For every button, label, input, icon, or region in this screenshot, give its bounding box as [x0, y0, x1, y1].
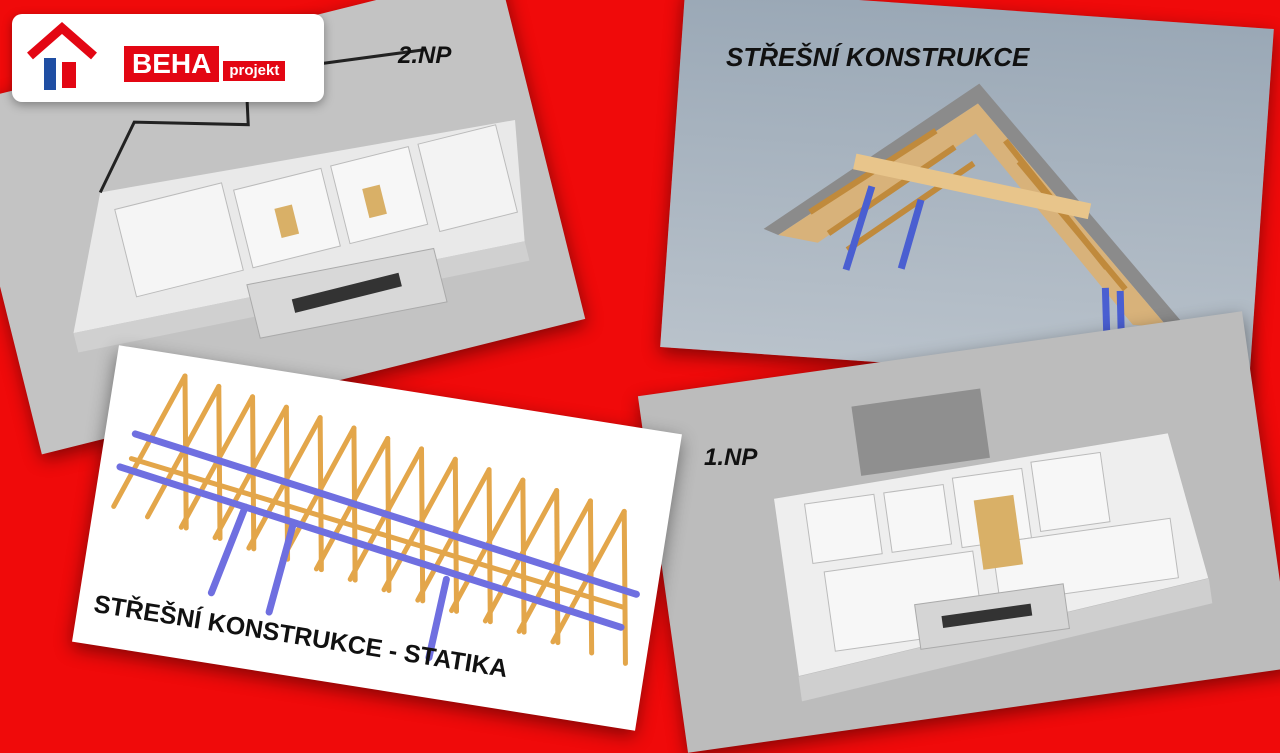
caption-floor1: 1.NP [704, 444, 758, 471]
roof-static-model-image [111, 373, 640, 666]
panel-floor1 [637, 311, 1280, 753]
brand-main-text: BEHA [124, 46, 220, 82]
brand-wordmark: BEHA projekt [124, 42, 286, 86]
panel-roof [660, 0, 1274, 389]
roof-model-image [763, 83, 1184, 345]
caption-roof: STŘEŠNÍ KONSTRUKCE [726, 42, 1030, 72]
floor2-model-image [73, 48, 530, 353]
floor1-model-image [772, 388, 1213, 702]
house-logo-icon [27, 22, 97, 90]
caption-floor2: 2.NP [398, 42, 452, 69]
logo-panel: BEHA projekt [12, 14, 324, 102]
brand-sub-text: projekt [223, 60, 286, 82]
panel-roof-static [72, 345, 682, 731]
panel-floor2 [0, 0, 586, 455]
